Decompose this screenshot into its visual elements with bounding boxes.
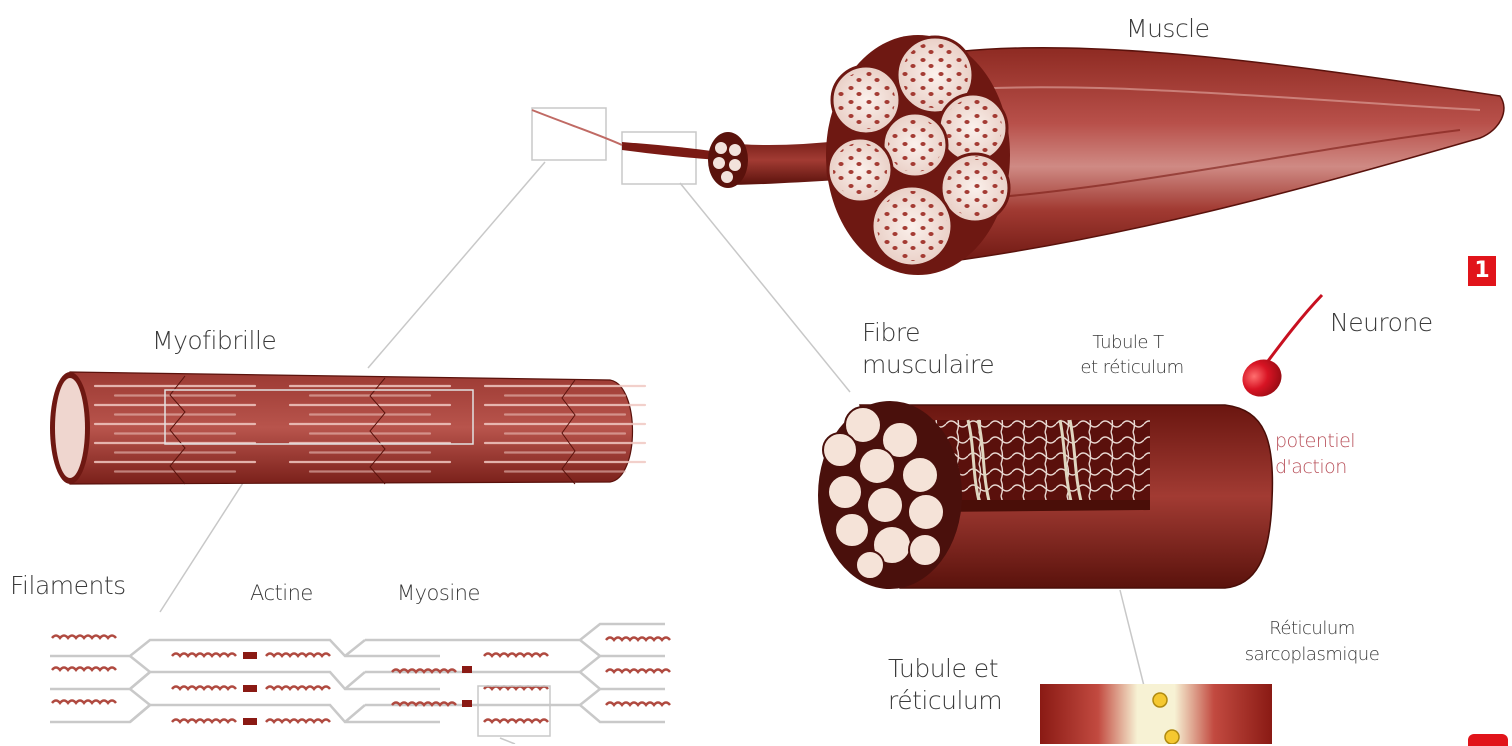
figure-number-badge: 1	[1468, 256, 1496, 286]
label-reticulum-sarcoplasmique-line2: sarcoplasmique	[1232, 642, 1392, 667]
label-tubule-t-line1: Tubule T	[1068, 330, 1188, 355]
badge-partial	[1468, 734, 1508, 746]
label-actine: Actine	[250, 581, 313, 605]
label-reticulum-sarcoplasmique-line1: Réticulum	[1232, 616, 1392, 641]
muscle-illustration	[532, 35, 1504, 275]
neuron-illustration	[1236, 295, 1322, 404]
muscle-fibre-illustration	[818, 401, 1272, 589]
label-muscle: Muscle	[1126, 14, 1210, 43]
label-tubule-t-line2: et réticulum	[1062, 355, 1202, 380]
label-tubule-et-reticulum-line2: réticulum	[888, 686, 1002, 715]
label-potentiel-line2: d'action	[1275, 454, 1347, 480]
label-fibre-musculaire-line1: Fibre	[862, 318, 920, 347]
sarcoplasmic-reticulum-illustration	[1040, 684, 1272, 744]
myofibril-illustration	[50, 372, 645, 484]
label-potentiel-line1: potentiel	[1275, 428, 1355, 454]
label-fibre-musculaire-line2: musculaire	[862, 350, 994, 379]
label-neurone: Neurone	[1330, 308, 1433, 337]
filaments-illustration	[50, 624, 670, 736]
label-filaments: Filaments	[10, 571, 126, 600]
zoom-box-filament	[478, 686, 550, 736]
label-tubule-et-reticulum-line1: Tubule et	[888, 654, 998, 683]
label-myosine: Myosine	[397, 581, 480, 605]
zoom-box-fibre	[622, 132, 696, 184]
label-myofibrille: Myofibrille	[152, 326, 276, 355]
